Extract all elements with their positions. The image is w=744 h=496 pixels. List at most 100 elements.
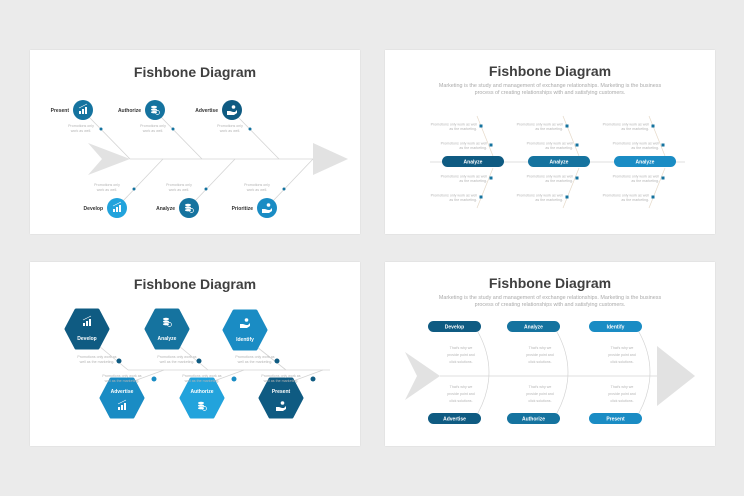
hexagon-shape [258, 377, 304, 419]
category-pill [442, 156, 504, 167]
category-label: Analyze [636, 160, 655, 166]
note-text: as the marketing. [535, 198, 563, 202]
note-text: Promotions only work as well [603, 123, 650, 127]
note-text: as the marketing. [535, 127, 563, 131]
bullet-square [661, 143, 665, 147]
bar [116, 207, 118, 212]
note-text: well as the marketing. [238, 360, 273, 364]
note-text: That's why we [450, 385, 473, 389]
bone-line [213, 369, 245, 382]
note-text: provide point and [608, 392, 636, 396]
note-text: Promotions only work as well [527, 175, 574, 179]
note-text: click solutions. [449, 399, 472, 403]
bar [118, 407, 120, 410]
bar [82, 109, 84, 114]
bar [83, 323, 85, 326]
cause-label: Analyze [158, 336, 177, 342]
note-text: as the marketing. [631, 179, 659, 183]
cause-label: Analyze [156, 206, 175, 212]
note-text: as the marketing. [621, 198, 649, 202]
note-text: Promotions only work as [157, 355, 196, 359]
category-label: Develop [445, 325, 464, 331]
chart-icon [112, 201, 122, 212]
bullet-square [575, 176, 579, 180]
bullet-dot [151, 376, 157, 382]
note-text: provide point and [526, 392, 554, 396]
cause-label: Authorize [118, 108, 141, 114]
note-text: well as the marketing. [185, 379, 220, 383]
note-text: Promotions only work as [77, 355, 116, 359]
note-text: well as the marketing. [105, 379, 140, 383]
cause-label: Prioritize [232, 206, 254, 212]
note-text: That's why we [450, 346, 473, 350]
bullet-dot [196, 358, 202, 364]
cause-label: Identify [236, 337, 254, 343]
bullet-square [661, 176, 665, 180]
category-label: Present [606, 417, 625, 423]
bone-line [160, 116, 203, 160]
coin [266, 203, 271, 207]
bone-line [476, 115, 494, 209]
note-text: provide point and [447, 392, 475, 396]
hexagon-shape [144, 308, 190, 350]
note-text: work as well. [220, 129, 241, 133]
bone-line [133, 369, 165, 382]
coin [244, 318, 249, 322]
hand [227, 110, 237, 115]
hexagon-shape [222, 309, 268, 351]
bone-line [256, 346, 287, 371]
bone-line [88, 116, 131, 160]
note-text: Promotions only [244, 183, 270, 187]
category-label: Analyze [464, 160, 483, 166]
category-pill [589, 321, 642, 332]
note-text: provide point and [447, 353, 475, 357]
note-text: as the marketing. [459, 146, 487, 150]
bar [79, 111, 81, 114]
clock [167, 322, 172, 327]
category-label: Analyze [550, 160, 569, 166]
bone-curve [638, 331, 651, 414]
slide-title: Fishbone Diagram [489, 275, 611, 291]
note-text: provide point and [608, 353, 636, 357]
note-text: work as well. [143, 129, 164, 133]
clock [155, 110, 160, 115]
trend [112, 201, 122, 207]
category-label: Identify [607, 325, 625, 331]
chart-icon [78, 103, 88, 114]
note-text: That's why we [611, 385, 634, 389]
note-text: work as well. [71, 129, 92, 133]
bullet-dot [116, 358, 122, 364]
category-pill [428, 413, 481, 424]
bullet-square [489, 176, 493, 180]
category-label: Advertise [443, 417, 466, 423]
note-text: well as the marketing. [80, 360, 115, 364]
bone-curve [556, 331, 569, 414]
hand-coin-icon [240, 318, 250, 328]
note-text: work as well. [247, 188, 268, 192]
note-text: Promotions only [94, 183, 120, 187]
bone-line [562, 115, 580, 209]
bone-line [194, 158, 236, 202]
chart-icon [82, 315, 92, 326]
note-text: well as the marketing. [160, 360, 195, 364]
bullet-square [651, 195, 655, 199]
note-text: work as well. [97, 188, 118, 192]
category-pill [589, 413, 642, 424]
disk [185, 206, 191, 209]
disk [151, 105, 157, 109]
category-pill [528, 156, 590, 167]
slide-subtitle: Marketing is the study and management of… [439, 295, 662, 301]
coin [231, 105, 236, 109]
note-text: That's why we [529, 346, 552, 350]
coin [280, 401, 285, 405]
disk [198, 401, 204, 405]
slide-subtitle: Marketing is the study and management of… [439, 83, 662, 89]
note-text: Promotions only work as well [613, 142, 660, 146]
bullet-dot [99, 127, 103, 131]
